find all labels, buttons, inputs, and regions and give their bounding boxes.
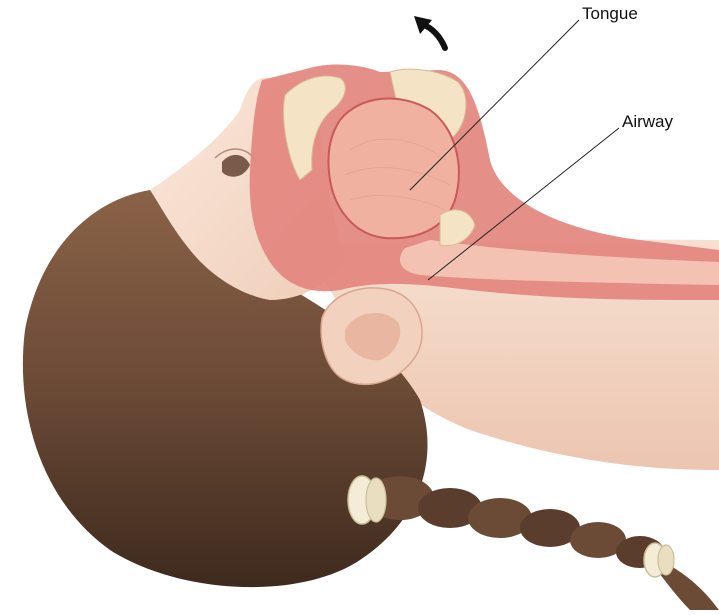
tongue-label: Tongue — [582, 4, 638, 24]
hair-band-1 — [348, 476, 386, 524]
hair-band-2 — [644, 543, 674, 577]
airway-label: Airway — [622, 112, 673, 132]
braid — [366, 476, 719, 610]
curved-arrow-up-left-icon — [414, 16, 445, 48]
